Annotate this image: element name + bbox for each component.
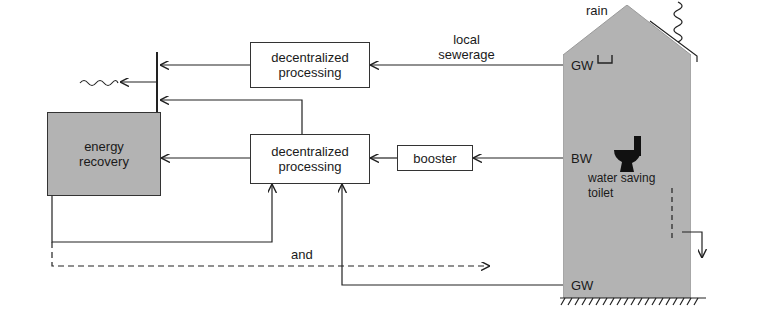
discharge-bar [156, 52, 158, 112]
node-text: decentralized processing [251, 50, 369, 80]
node-text: energy recovery [72, 139, 136, 169]
process-box: energy recovery [47, 112, 161, 196]
connector [161, 157, 250, 158]
node-text: water saving toilet [588, 171, 666, 201]
label-text: rain [585, 3, 609, 18]
node-text: GW [571, 58, 593, 73]
node-text: GW [571, 278, 593, 293]
water-wave [80, 81, 118, 86]
connector [473, 157, 563, 158]
discharge-arrow [120, 81, 156, 82]
node-text: decentralized processing [251, 144, 369, 174]
connector [370, 157, 397, 158]
node-text: BW [571, 151, 592, 166]
process-box: decentralized processing [250, 42, 370, 88]
rain-symbol [674, 2, 682, 42]
connector [342, 184, 563, 285]
label-text: and [290, 247, 314, 262]
edge-label: local sewerage [425, 32, 509, 62]
node-text: booster [413, 151, 456, 166]
output-line [160, 100, 302, 134]
dashed-line [52, 242, 490, 266]
house-body [563, 5, 691, 298]
output-line [160, 64, 250, 65]
connector [370, 64, 563, 65]
process-box: decentralized processing [250, 134, 370, 184]
process-box: booster [397, 145, 473, 171]
ground-hatching [561, 298, 698, 305]
